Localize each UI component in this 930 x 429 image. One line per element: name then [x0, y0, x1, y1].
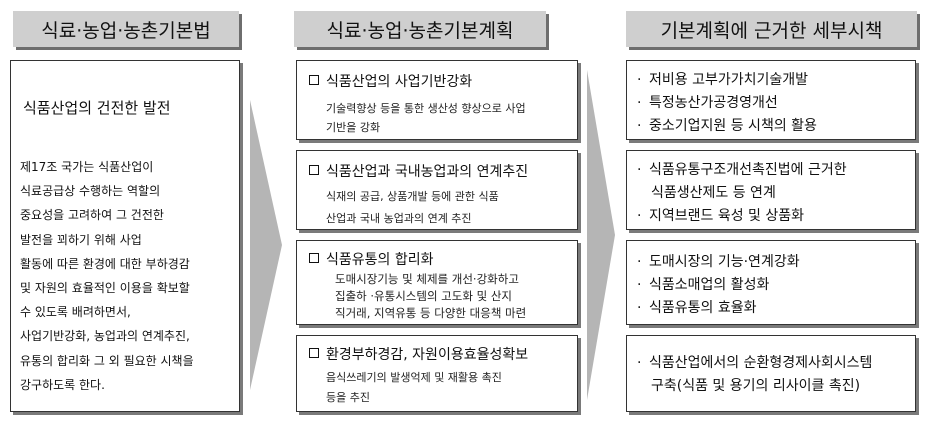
measures-box: ·도매시장의 기능·연계강화 ·식품소매업의 활성화 ·식품유통의 효율화 [626, 240, 916, 325]
header-detailed-measures-label: 기본계획에 근거한 세부시책 [660, 19, 883, 42]
law-title: 식품산업의 건전한 발전 [23, 99, 171, 117]
measure-item: ·식품유통의 효율화 [637, 300, 757, 316]
law-line: 식료공급상 수행하는 역할의 [20, 184, 161, 199]
measure-item: ·식품소매업의 활성화 [637, 277, 770, 293]
law-body: 제17조 국가는 식품산업이 식료공급상 수행하는 역할의 중요성을 고려하여 … [20, 155, 242, 397]
checkbox-icon [309, 75, 319, 85]
bullet-icon: · [637, 72, 642, 88]
plan-title: 식품산업의 사업기반강화 [309, 71, 472, 91]
plan-title: 식품유통의 합리화 [309, 249, 434, 269]
measures-box: ·식품산업에서의 순환형경제사회시스템 구축(식품 및 용기의 리사이클 촉진) [626, 335, 916, 412]
law-line: 발전을 꾀하기 위해 사업 [20, 232, 142, 247]
measure-item: ·식품산업에서의 순환형경제사회시스템 [637, 355, 873, 371]
checkbox-icon [309, 348, 319, 358]
header-basic-plan-label: 식료·농업·농촌기본계획 [326, 19, 514, 42]
bullet-icon: · [637, 208, 642, 224]
header-basic-law-label: 식료·농업·농촌기본법 [41, 19, 211, 42]
bullet-icon: · [637, 300, 642, 316]
bullet-icon: · [637, 355, 642, 371]
law-line: 제17조 국가는 식품산업이 [20, 160, 154, 174]
arrow-right-icon [587, 70, 615, 400]
law-line: 유통의 합리화 그 외 필요한 시책을 [20, 353, 194, 368]
header-detailed-measures: 기본계획에 근거한 세부시책 [626, 11, 917, 47]
header-basic-law: 식료·농업·농촌기본법 [13, 11, 239, 47]
arrow-right-icon [250, 100, 282, 390]
header-basic-plan: 식료·농업·농촌기본계획 [294, 11, 546, 47]
bullet-icon: · [637, 254, 642, 270]
law-line: 활동에 따른 환경에 대한 부하경감 [20, 256, 190, 271]
measure-item-cont: 구축(식품 및 용기의 리사이클 촉진) [651, 378, 861, 394]
law-line: 강구하도록 한다. [20, 377, 105, 392]
law-box: 식품산업의 건전한 발전 제17조 국가는 식품산업이 식료공급상 수행하는 역… [10, 60, 240, 412]
bullet-icon: · [637, 95, 642, 111]
measure-item: ·지역브랜드 육성 및 상품화 [637, 208, 805, 224]
law-line: 및 자원의 효율적인 이용을 확보할 [20, 281, 190, 296]
plan-title: 식품산업과 국내농업과의 연계추진 [309, 161, 528, 181]
law-line: 중요성을 고려하여 그 건전한 [20, 208, 164, 223]
bullet-icon: · [637, 162, 642, 178]
measures-box: ·식품유통구조개선촉진법에 근거한 식품생산제도 등 연계 ·지역브랜드 육성 … [626, 150, 916, 230]
law-line: 수 있도록 배려하면서, [20, 305, 131, 320]
bullet-icon: · [637, 277, 642, 293]
checkbox-icon [309, 253, 319, 263]
measure-item: ·중소기업지원 등 시책의 활용 [637, 118, 817, 134]
measure-item-cont: 식품생산제도 등 연계 [651, 185, 776, 201]
measure-item: ·식품유통구조개선촉진법에 근거한 [637, 162, 847, 178]
plan-title: 환경부하경감, 자원이용효율성확보 [309, 344, 528, 364]
measure-item: ·특정농산가공경영개선 [637, 95, 778, 111]
bullet-icon: · [637, 118, 642, 134]
law-line: 사업기반강화, 농업과의 연계추진, [20, 329, 190, 344]
measure-item: ·도매시장의 기능·연계강화 [637, 254, 800, 270]
measure-item: ·저비용 고부가가치기술개발 [637, 72, 809, 88]
measures-box: ·저비용 고부가가치기술개발 ·특정농산가공경영개선 ·중소기업지원 등 시책의… [626, 60, 916, 140]
checkbox-icon [309, 165, 319, 175]
